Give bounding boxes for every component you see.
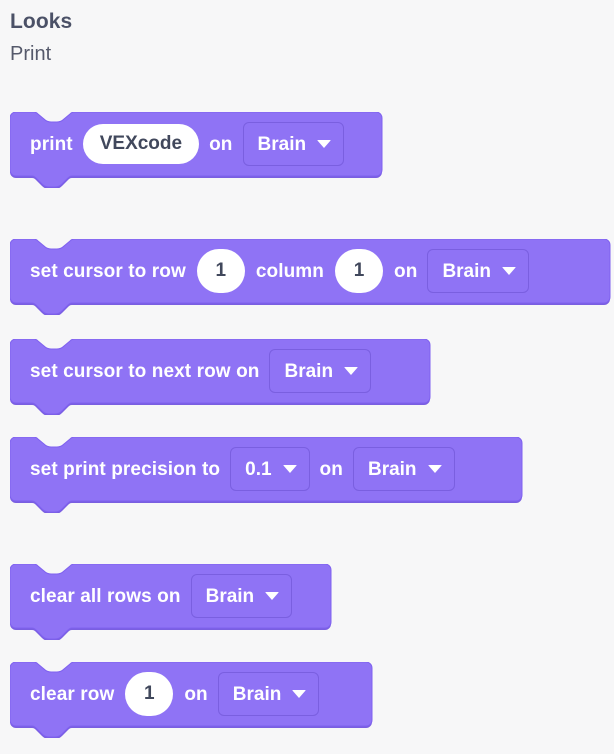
chevron-down-icon [265,592,280,600]
cursor-row-input[interactable]: 1 [196,249,245,293]
chevron-down-icon [502,267,517,275]
set-print-precision-block-content: set print precision to 0.1 on Brain [10,437,522,501]
category-title: Looks [10,10,73,33]
print-precision-device-dropdown-value: Brain [367,458,417,480]
set-print-precision-block-body[interactable]: set print precision to 0.1 on Brain [10,437,523,513]
print-message-input[interactable]: VEXcode [82,124,200,164]
next-row-device-dropdown[interactable]: Brain [269,349,372,393]
clear-row-label: clear row [30,683,115,705]
clear-all-rows-block-body[interactable]: clear all rows on Brain [10,564,332,640]
print-block-body[interactable]: print VEXcode on Brain [10,112,383,188]
print-block[interactable]: print VEXcode on Brain [10,112,383,188]
clear-row-on-label: on [184,683,208,705]
set-cursor-device-dropdown-value: Brain [442,260,492,282]
set-cursor-device-dropdown[interactable]: Brain [427,249,530,293]
chevron-down-icon [282,465,297,473]
cursor-column-input[interactable]: 1 [335,249,384,293]
chevron-down-icon [427,465,442,473]
clear-row-device-dropdown[interactable]: Brain [217,672,320,716]
print-device-dropdown-value: Brain [257,133,307,155]
chevron-down-icon [292,690,307,698]
set-cursor-row-column-block-content: set cursor to row 1 column 1 on Brain [10,239,610,303]
set-cursor-next-row-block-body[interactable]: set cursor to next row on Brain [10,339,431,415]
palette-headings: Looks Print [10,8,72,68]
clear-row-block-content: clear row 1 on Brain [10,662,372,726]
print-precision-on-label: on [319,458,343,480]
print-precision-dropdown[interactable]: 0.1 [230,447,310,491]
print-precision-device-dropdown[interactable]: Brain [352,447,455,491]
set-cursor-row-label: set cursor to row [30,260,186,282]
set-cursor-next-row-label: set cursor to next row on [30,360,260,382]
clear-all-rows-block[interactable]: clear all rows on Brain [10,564,332,640]
print-label: print [30,133,73,155]
set-cursor-on-label: on [394,260,418,282]
set-cursor-column-label: column [255,260,325,282]
clear-row-device-dropdown-value: Brain [232,683,282,705]
clear-row-block-body[interactable]: clear row 1 on Brain [10,662,373,738]
print-block-content: print VEXcode on Brain [10,112,382,176]
set-cursor-row-column-block[interactable]: set cursor to row 1 column 1 on Brain [10,239,611,315]
set-cursor-next-row-block-content: set cursor to next row on Brain [10,339,430,403]
clear-row-number-input[interactable]: 1 [125,672,174,716]
clear-all-rows-label: clear all rows on [30,585,181,607]
set-cursor-row-column-block-body[interactable]: set cursor to row 1 column 1 on Brain [10,239,611,315]
chevron-down-icon [317,140,332,148]
clear-all-rows-device-dropdown-value: Brain [205,585,255,607]
print-precision-dropdown-value: 0.1 [245,458,272,480]
clear-all-rows-block-content: clear all rows on Brain [10,564,331,628]
clear-all-rows-device-dropdown[interactable]: Brain [190,574,293,618]
print-device-dropdown[interactable]: Brain [242,122,345,166]
clear-row-block[interactable]: clear row 1 on Brain [10,662,373,738]
set-print-precision-block[interactable]: set print precision to 0.1 on Brain [10,437,523,513]
set-print-precision-label: set print precision to [30,458,221,480]
chevron-down-icon [344,367,359,375]
section-title: Print [10,43,52,65]
set-cursor-next-row-block[interactable]: set cursor to next row on Brain [10,339,431,415]
next-row-device-dropdown-value: Brain [284,360,334,382]
print-on-label: on [209,133,233,155]
